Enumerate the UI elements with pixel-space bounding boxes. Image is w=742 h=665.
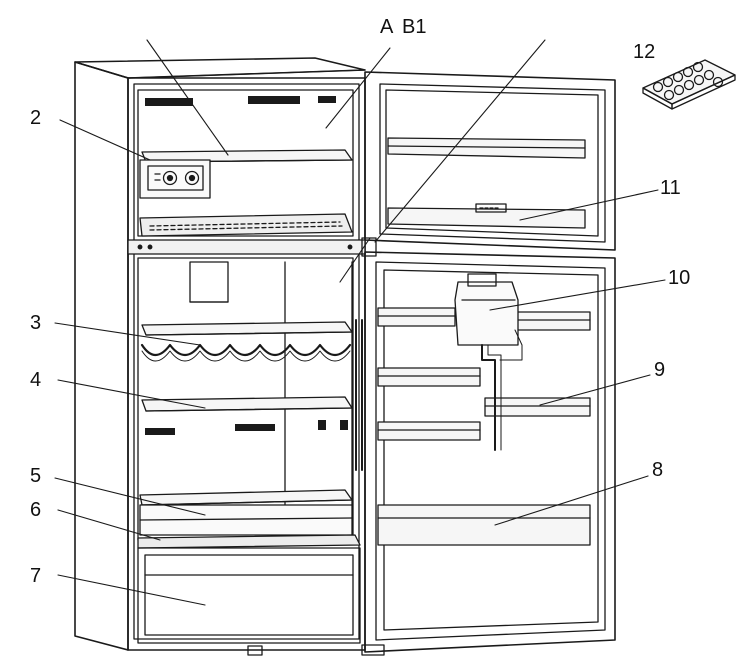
callout-3: 3 bbox=[30, 312, 42, 334]
fridge-door bbox=[361, 237, 616, 656]
fridge-compartment bbox=[137, 257, 363, 549]
freezer-door bbox=[364, 71, 616, 251]
callout-A: A bbox=[380, 16, 394, 38]
leader-line-7 bbox=[57, 574, 206, 606]
leader-line-B1 bbox=[374, 39, 546, 243]
callout-5: 5 bbox=[30, 465, 42, 487]
callout-2: 2 bbox=[30, 107, 42, 129]
leader-line-6 bbox=[57, 509, 161, 541]
leader-line-4 bbox=[57, 379, 206, 409]
leader-line-B1-door bbox=[339, 237, 371, 283]
bottom-drawer bbox=[137, 547, 361, 644]
callout-11: 11 bbox=[660, 177, 681, 199]
egg-tray bbox=[642, 59, 736, 110]
freezer-compartment bbox=[137, 89, 354, 237]
callout-8: 8 bbox=[652, 459, 664, 481]
leader-line-1 bbox=[146, 39, 229, 156]
cabinet-body bbox=[74, 57, 366, 656]
leader-line-3 bbox=[54, 322, 201, 346]
callout-12: 12 bbox=[633, 41, 656, 63]
callout-B1: B1 bbox=[402, 16, 427, 38]
leader-line-9 bbox=[539, 374, 651, 406]
callout-4: 4 bbox=[30, 369, 42, 391]
leader-line-10 bbox=[489, 279, 666, 311]
callout-10: 10 bbox=[668, 267, 691, 289]
callout-9: 9 bbox=[654, 359, 666, 381]
callout-7: 7 bbox=[30, 565, 42, 587]
leader-line-8 bbox=[494, 475, 649, 526]
leader-line-2 bbox=[59, 119, 151, 161]
callout-6: 6 bbox=[30, 499, 42, 521]
leader-line-11 bbox=[519, 189, 659, 221]
leader-line-5 bbox=[54, 477, 206, 516]
leader-line-A bbox=[325, 47, 391, 129]
leader-lines bbox=[54, 39, 666, 606]
